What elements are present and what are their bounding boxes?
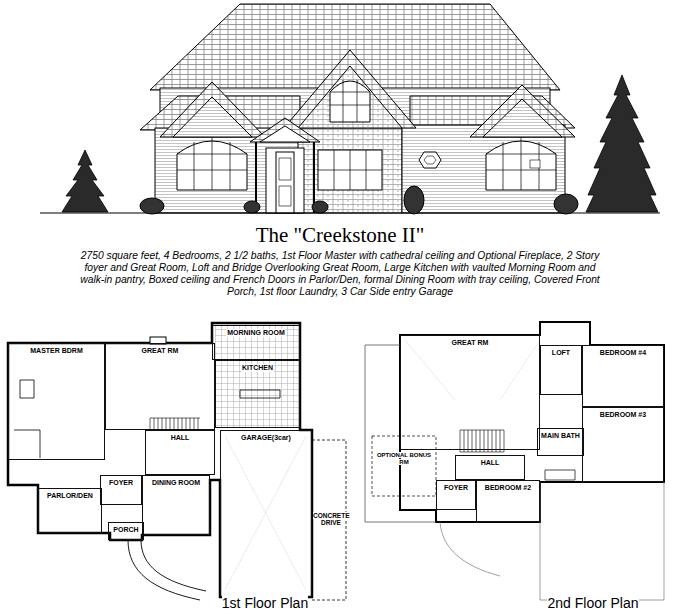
plan-label: CONCRETE DRIVE — [313, 512, 349, 527]
plan-label-text: 1st Floor Plan — [222, 595, 308, 611]
room-outline: BEDROOM #4 — [582, 345, 664, 407]
first-floor-plan-part — [215, 325, 300, 428]
plan-label: 2nd Floor Plan — [526, 595, 660, 611]
elevation-part — [177, 137, 247, 190]
room-outline: MASTER BDRM — [8, 343, 105, 460]
first-floor-plan-part — [8, 323, 312, 597]
caption: 2750 square feet, 4 Bedrooms, 2 1/2 bath… — [78, 250, 602, 298]
first-floor-plan-part — [128, 540, 206, 600]
room-outline: GREAT RM — [400, 335, 540, 450]
room-outline: MAIN BATH — [537, 428, 584, 456]
room-name: MAIN BATH — [540, 432, 581, 440]
trees-part — [62, 150, 108, 212]
trees-part — [586, 75, 658, 212]
second-floor-plan-part — [405, 340, 540, 400]
room-outline: FOYER — [100, 475, 142, 505]
room-outline: HALL — [455, 455, 525, 480]
elevation-part — [279, 158, 291, 206]
first-floor-plan-part — [225, 436, 306, 590]
room-outline: LOFT — [540, 345, 582, 395]
room-outline: GREAT RM — [105, 343, 215, 430]
elevation-part — [250, 118, 320, 142]
elevation-part — [266, 148, 304, 213]
elevation-part — [470, 85, 575, 137]
elevation-part — [330, 81, 370, 122]
room-outline: GARAGE(3car) — [220, 430, 312, 597]
elevation-part — [330, 80, 370, 122]
room-outline: KITCHEN — [215, 360, 300, 428]
plan-label: 1st Floor Plan — [212, 595, 318, 611]
room-name: HALL — [170, 434, 191, 442]
room-name: FOYER — [443, 484, 469, 492]
room-outline: MORNING ROOM — [212, 325, 300, 360]
room-outline: HALL — [145, 430, 215, 475]
elevation-part — [256, 142, 314, 213]
room-outline: BEDROOM #2 — [476, 480, 540, 522]
elevation-part — [486, 137, 556, 190]
second-floor-plan-part — [540, 482, 664, 600]
elevation-part — [173, 97, 252, 137]
elevation-part — [276, 152, 294, 213]
elevation-part — [318, 150, 382, 190]
title: The "Creekstone II" — [0, 224, 680, 247]
elevation-part — [140, 198, 164, 214]
room-name: DINING ROOM — [151, 479, 201, 487]
first-floor-plan-part — [150, 418, 200, 430]
room-name: BEDROOM #3 — [599, 411, 647, 419]
elevation-part — [160, 82, 265, 137]
room-name: HALL — [480, 459, 501, 467]
first-floor-plan-part — [240, 390, 280, 398]
elevation-part — [318, 150, 382, 190]
plan-label-text: CONCRETE DRIVE — [313, 512, 349, 526]
room-name: LOFT — [551, 349, 571, 357]
elevation-part — [404, 186, 424, 214]
elevation — [40, 4, 660, 214]
room-outline: BEDROOM #3 — [582, 407, 664, 482]
room-name: GARAGE(3car) — [240, 434, 292, 442]
elevation-part — [554, 194, 578, 214]
elevation-part — [530, 160, 540, 168]
room-name: FOYER — [108, 479, 134, 487]
room-name: PORCH — [112, 526, 139, 534]
trees — [62, 75, 658, 212]
second-floor-plan-part — [460, 430, 504, 452]
room-outline: PORCH — [108, 522, 144, 540]
second-floor-plan-part — [400, 322, 664, 522]
elevation-part — [483, 99, 562, 137]
elevation-part — [298, 66, 402, 128]
elevation-part — [260, 126, 310, 142]
room-name: PARLOR/DEN — [46, 492, 94, 500]
elevation-part — [244, 201, 260, 213]
first-floor-plan-part — [14, 380, 40, 458]
plan-label-text: OPTIONAL BONUS RM — [377, 452, 431, 465]
room-name: BEDROOM #4 — [599, 349, 647, 357]
room-name: KITCHEN — [241, 364, 274, 372]
plan-label: OPTIONAL BONUS RM — [374, 452, 434, 466]
second-floor-plan — [365, 322, 664, 600]
room-name: GREAT RM — [141, 347, 180, 355]
elevation-part — [419, 152, 441, 168]
room-outline: DINING ROOM — [142, 475, 210, 535]
room-outline: FOYER — [436, 480, 476, 510]
room-outline: PARLOR/DEN — [38, 488, 102, 533]
room-name: MASTER BDRM — [29, 347, 84, 355]
elevation-part — [424, 156, 436, 164]
room-name: MORNING ROOM — [226, 329, 286, 337]
room-name: BEDROOM #2 — [484, 484, 532, 492]
second-floor-plan-part — [372, 436, 436, 496]
elevation-part — [402, 125, 565, 213]
elevation-part — [312, 201, 328, 213]
elevation-part — [284, 50, 416, 128]
room-name: GREAT RM — [451, 339, 490, 347]
second-floor-plan-part — [545, 470, 575, 480]
second-floor-plan-part — [440, 522, 500, 576]
plan-label-text: 2nd Floor Plan — [547, 595, 638, 611]
first-floor-plan — [8, 323, 346, 600]
